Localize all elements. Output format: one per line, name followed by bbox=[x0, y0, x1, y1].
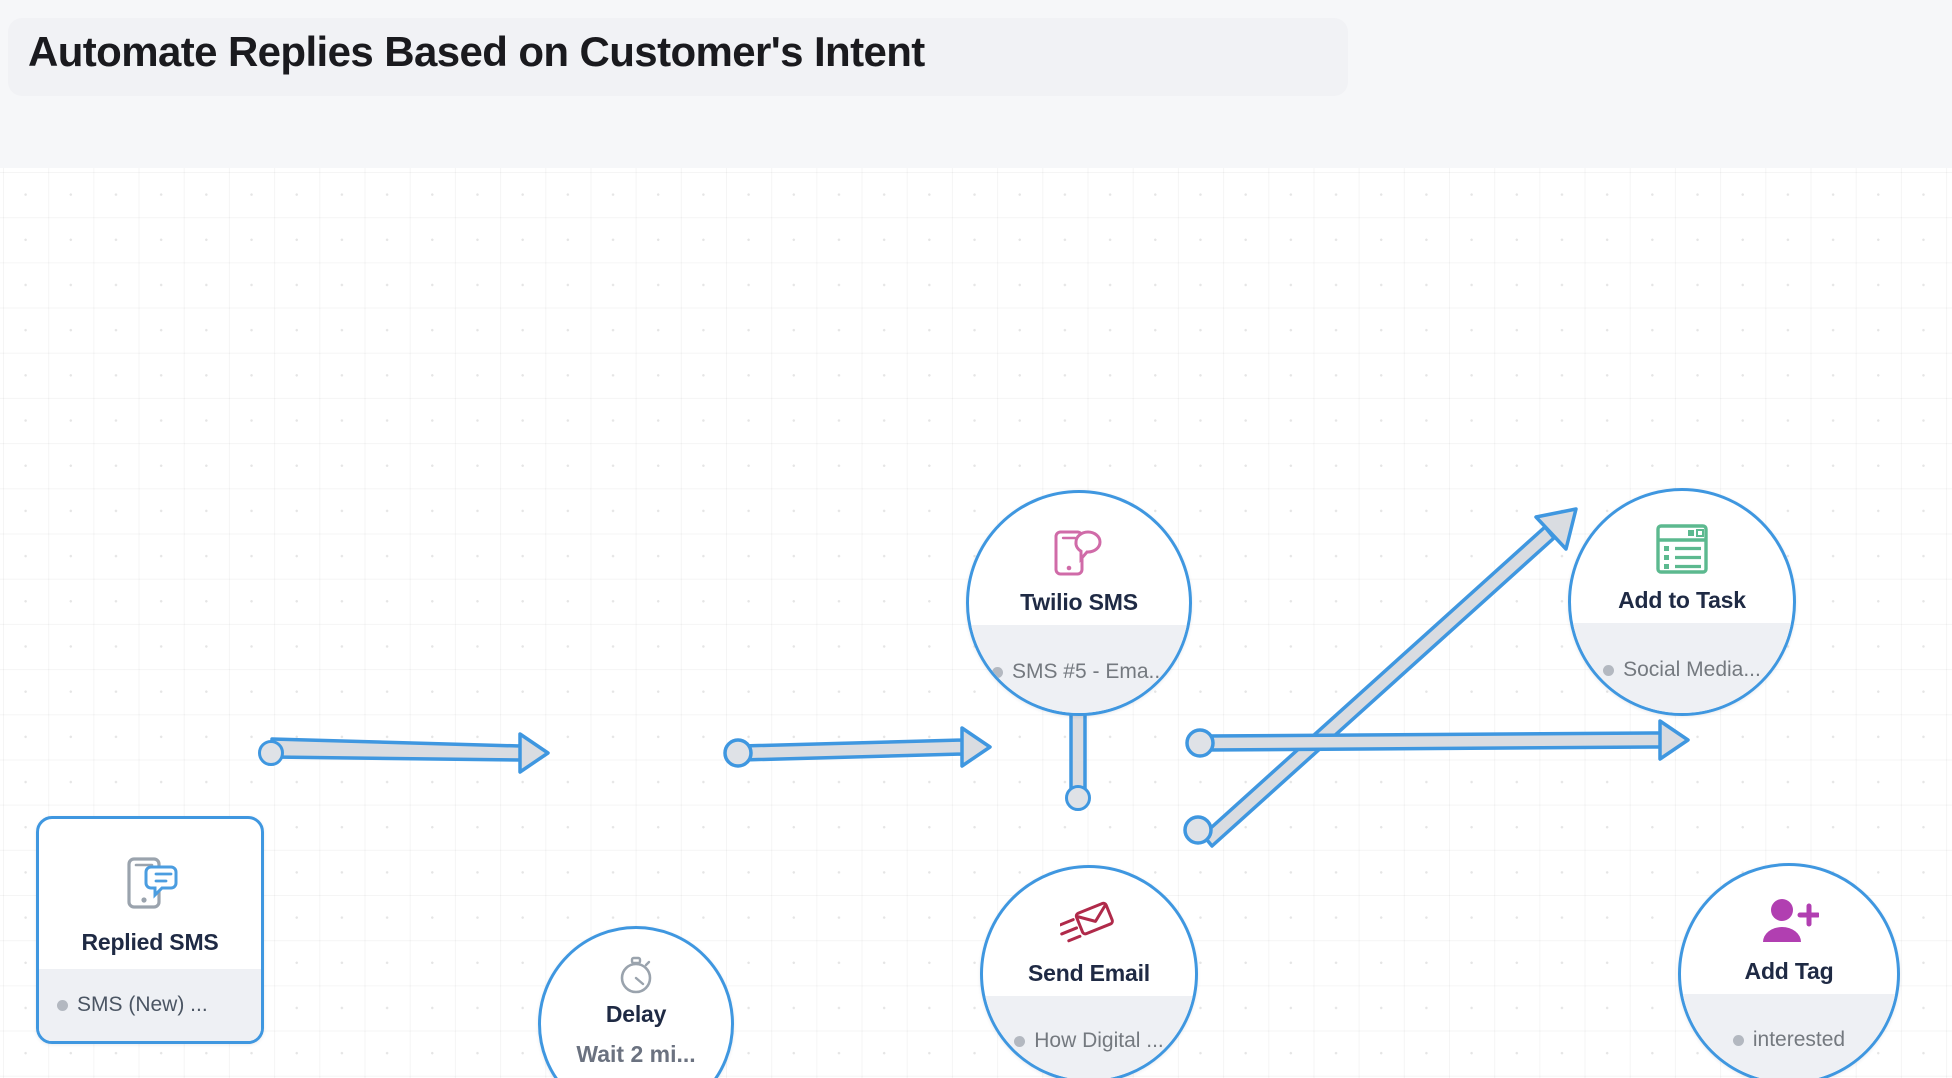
node-send-email[interactable]: Send Email How Digital ... bbox=[980, 865, 1198, 1078]
port-replied-sms-out[interactable] bbox=[258, 740, 284, 766]
header-bar: Automate Replies Based on Customer's Int… bbox=[0, 0, 1952, 168]
node-replied-sms[interactable]: Replied SMS SMS (New) ... bbox=[36, 816, 264, 1044]
title-pill-background bbox=[8, 18, 1348, 96]
node-footer-text: How Digital ... bbox=[1034, 1029, 1164, 1052]
status-dot bbox=[991, 666, 1003, 678]
node-title: Send Email bbox=[1028, 960, 1150, 986]
flying-envelope-icon bbox=[983, 898, 1195, 956]
status-dot bbox=[57, 999, 68, 1011]
node-footer: SMS (New) ... bbox=[39, 969, 261, 1041]
node-title: Add Tag bbox=[1744, 958, 1834, 984]
edge-send-email-to-add-tag[interactable] bbox=[1185, 719, 1690, 761]
edge-delay-to-send-email[interactable] bbox=[723, 726, 992, 768]
edge-layer bbox=[270, 507, 1690, 848]
node-footer: interested bbox=[1681, 994, 1897, 1078]
status-dot bbox=[1014, 1035, 1026, 1047]
node-title: Replied SMS bbox=[81, 929, 219, 955]
edge-replied-sms-to-delay[interactable] bbox=[270, 732, 550, 774]
port-send-email-top[interactable] bbox=[1065, 785, 1091, 811]
node-title: Add to Task bbox=[1618, 587, 1746, 613]
phone-chat-icon bbox=[969, 523, 1189, 583]
workflow-canvas[interactable]: Replied SMS SMS (New) ... Delay Wait 2 m… bbox=[0, 168, 1952, 1078]
node-footer: How Digital ... bbox=[983, 996, 1195, 1078]
node-footer: Social Media... bbox=[1571, 623, 1793, 713]
node-twilio-sms[interactable]: Twilio SMS SMS #5 - Ema... bbox=[966, 490, 1192, 716]
person-plus-icon bbox=[1681, 894, 1897, 952]
node-add-tag[interactable]: Add Tag interested bbox=[1678, 863, 1900, 1078]
node-footer-text: SMS #5 - Ema... bbox=[1011, 660, 1167, 683]
node-title: Twilio SMS bbox=[1020, 589, 1138, 615]
node-title: Delay bbox=[605, 1001, 667, 1027]
stopwatch-icon bbox=[541, 951, 731, 999]
status-dot bbox=[1732, 1034, 1744, 1046]
node-footer-text: SMS (New) ... bbox=[77, 993, 208, 1016]
page-title: Automate Replies Based on Customer's Int… bbox=[28, 28, 925, 75]
node-subtitle: Wait 2 mi... bbox=[576, 1041, 696, 1067]
node-delay[interactable]: Delay Wait 2 mi... bbox=[538, 926, 734, 1078]
edge-send-email-to-add-to-task[interactable] bbox=[1183, 507, 1578, 848]
node-footer: SMS #5 - Ema... bbox=[969, 625, 1189, 713]
node-footer-text: interested bbox=[1752, 1028, 1846, 1051]
phone-chat-icon bbox=[39, 845, 261, 921]
node-footer-text: Social Media... bbox=[1623, 658, 1761, 681]
status-dot bbox=[1603, 664, 1615, 676]
task-list-icon bbox=[1571, 519, 1793, 581]
node-add-to-task[interactable]: Add to Task Social Media... bbox=[1568, 488, 1796, 716]
